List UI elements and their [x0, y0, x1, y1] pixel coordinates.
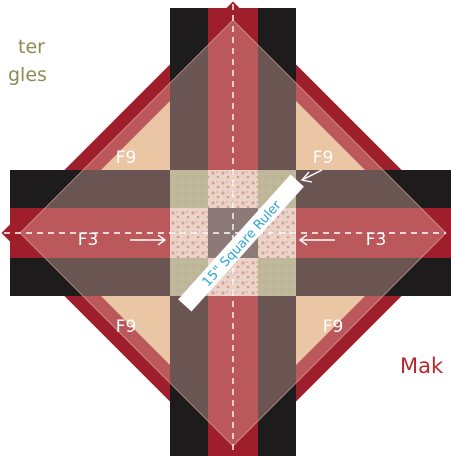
f9-label: F9	[116, 317, 137, 337]
f9-label: F9	[313, 148, 334, 168]
f3-label: F3	[78, 230, 99, 250]
f9-label: F9	[323, 317, 344, 337]
f9-label: F9	[116, 148, 137, 168]
f3-label: F3	[366, 230, 387, 250]
